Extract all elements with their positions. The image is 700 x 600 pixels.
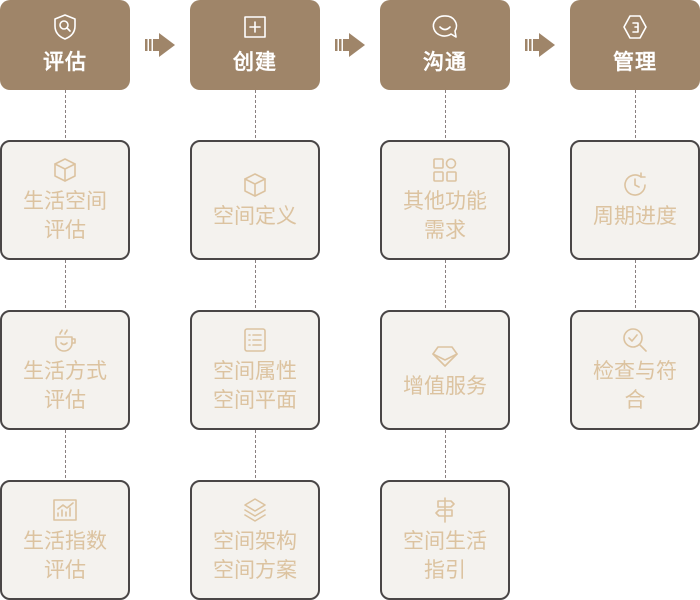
step-label: 其他功能需求 [403,189,487,242]
arrow-right-icon [335,33,365,57]
list-icon [244,328,266,352]
step-card: 增值服务 [380,310,510,430]
connector-line [445,260,446,308]
connector-line [445,90,446,138]
stage-title: 评估 [43,50,87,74]
layers-icon [244,498,266,522]
stage-title: 创建 [233,50,277,74]
step-label: 空间定义 [213,203,297,228]
step-card: 生活指数评估 [0,480,130,600]
step-card: 周期进度 [570,140,700,260]
check-search-icon [623,328,647,352]
arrow-right-icon [145,33,175,57]
connector-line [255,90,256,138]
stage-header: 创建 [190,0,320,90]
cube-icon [244,172,266,197]
chat-smile-icon [432,15,458,38]
stage-title: 管理 [613,50,657,74]
step-card: 空间架构空间方案 [190,480,320,600]
stage-header: 管理 [570,0,700,90]
connector-line [65,260,66,308]
connector-line [635,90,636,138]
step-card: 空间定义 [190,140,320,260]
stage-header: 沟通 [380,0,510,90]
plus-square-icon [244,16,266,38]
cup-icon [55,329,76,352]
step-label: 增值服务 [403,373,487,398]
connector-line [445,430,446,478]
step-card: 生活方式评估 [0,310,130,430]
step-label: 空间属性空间平面 [213,359,297,412]
step-label: 周期进度 [593,203,677,228]
step-card: 空间属性空间平面 [190,310,320,430]
grid-icon [433,158,457,182]
cube-icon [54,158,76,182]
signpost-icon [435,497,455,523]
connector-line [65,430,66,478]
shield-search-icon [54,14,76,40]
stage-header: 评估 [0,0,130,90]
step-label: 生活指数评估 [23,529,107,582]
document-icon [623,15,647,39]
connector-line [255,260,256,308]
stage-title: 沟通 [423,50,467,74]
step-label: 检查与符合 [593,359,677,412]
chart-icon [53,499,77,521]
connector-line [255,430,256,478]
connector-line [65,90,66,138]
step-card: 空间生活指引 [380,480,510,600]
step-card: 检查与符合 [570,310,700,430]
arrow-right-icon [525,33,555,57]
step-card: 其他功能需求 [380,140,510,260]
step-label: 空间生活指引 [403,529,487,582]
step-label: 生活空间评估 [23,189,107,242]
step-label: 空间架构空间方案 [213,529,297,582]
clock-icon [624,171,646,196]
step-card: 生活空间评估 [0,140,130,260]
step-label: 生活方式评估 [23,359,107,412]
diamond-icon [432,345,458,367]
connector-line [635,260,636,308]
